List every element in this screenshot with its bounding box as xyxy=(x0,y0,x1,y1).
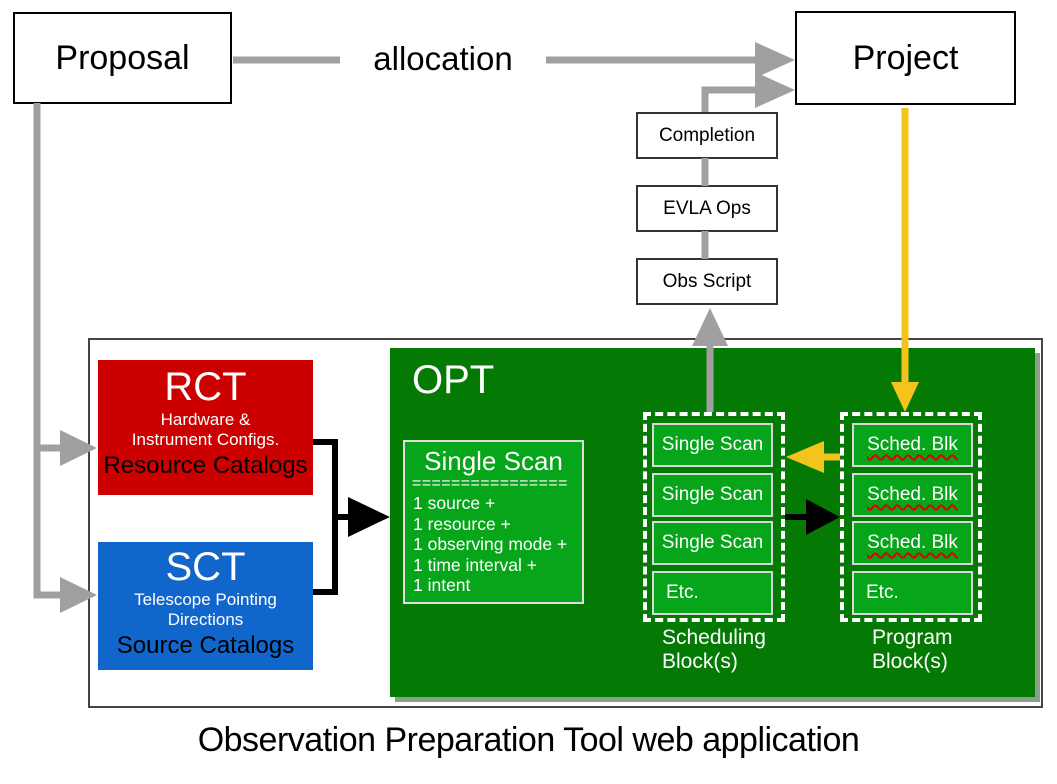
single-scan-divider: ================ xyxy=(412,477,568,490)
rct-subtitle-line1: Hardware & xyxy=(160,410,251,429)
rct-box: RCT Hardware & Instrument Configs. Resou… xyxy=(98,360,313,495)
program-item-etc: Etc. xyxy=(852,571,973,615)
diagram-caption: Observation Preparation Tool web applica… xyxy=(197,721,860,759)
completion-box: Completion xyxy=(636,112,778,159)
scan-item: 1 observing mode + xyxy=(413,534,568,554)
sct-title: SCT xyxy=(165,545,246,589)
sct-subtitle-line1: Telescope Pointing xyxy=(134,590,277,609)
rct-subtitle-line2: Instrument Configs. xyxy=(131,430,280,449)
program-item-sched-blk: Sched. Blk xyxy=(852,473,973,517)
scheduling-block-label: Scheduling Block(s) xyxy=(662,626,766,673)
program-block-label: Program Block(s) xyxy=(872,626,953,673)
sct-footer: Source Catalogs xyxy=(116,632,295,659)
single-scan-items: 1 source + 1 resource + 1 observing mode… xyxy=(405,493,582,596)
program-item-sched-blk: Sched. Blk xyxy=(852,521,973,565)
rct-footer: Resource Catalogs xyxy=(103,452,308,479)
proposal-box: Proposal xyxy=(13,12,232,104)
single-scan-detail-box: Single Scan ================ 1 source + … xyxy=(403,440,584,604)
rct-title: RCT xyxy=(164,365,247,409)
scan-item: 1 resource + xyxy=(413,513,511,534)
evla-ops-box: EVLA Ops xyxy=(636,185,778,232)
completion-label: Completion xyxy=(658,124,756,146)
evla-ops-label: EVLA Ops xyxy=(663,197,751,219)
project-label: Project xyxy=(852,38,959,77)
opt-title: OPT xyxy=(412,358,495,402)
scheduling-item-single-scan: Single Scan xyxy=(652,473,773,517)
proposal-label: Proposal xyxy=(55,38,190,77)
program-item-sched-blk: Sched. Blk xyxy=(852,423,973,467)
scheduling-block-container xyxy=(643,412,785,622)
sct-subtitle-line2: Directions xyxy=(167,610,244,629)
single-scan-title: Single Scan xyxy=(424,446,563,476)
project-box: Project xyxy=(795,11,1016,105)
scheduling-item-single-scan: Single Scan xyxy=(652,423,773,467)
scan-item: 1 intent xyxy=(413,575,471,595)
completion-to-project-arrow xyxy=(701,72,795,112)
scheduling-item-etc: Etc. xyxy=(652,571,773,615)
obs-script-label: Obs Script xyxy=(662,270,752,292)
program-block-container xyxy=(840,412,982,622)
allocation-label: allocation xyxy=(340,36,546,82)
scheduling-item-single-scan: Single Scan xyxy=(652,521,773,565)
scan-item: 1 source + xyxy=(413,493,496,513)
sct-box: SCT Telescope Pointing Directions Source… xyxy=(98,542,313,670)
obs-script-box: Obs Script xyxy=(636,258,778,305)
scan-item: 1 time interval + xyxy=(413,554,538,575)
